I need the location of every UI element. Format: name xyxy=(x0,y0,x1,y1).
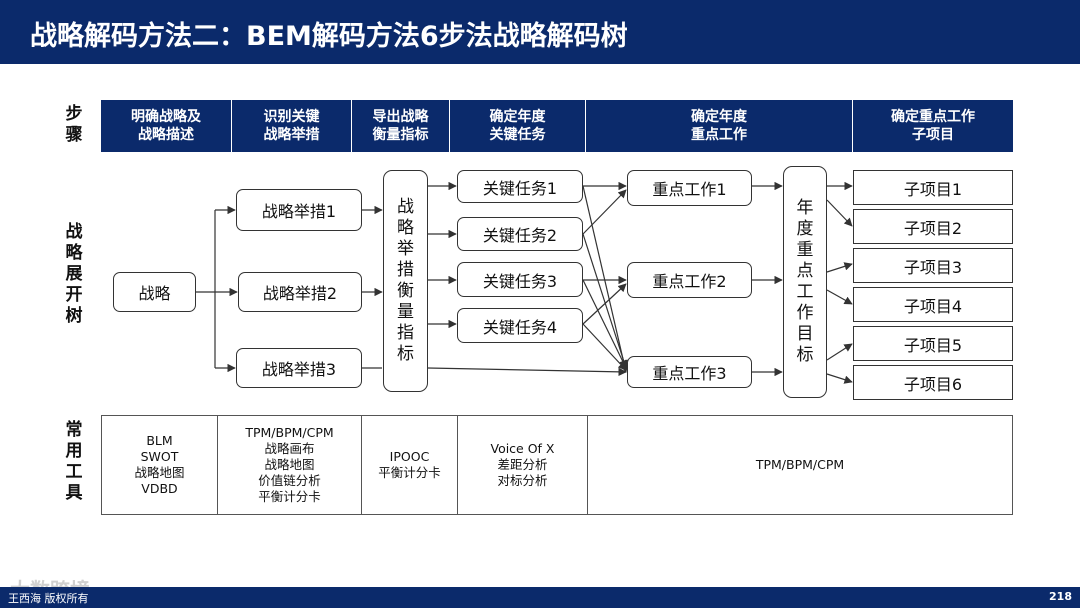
tool-item: IPOOC xyxy=(389,449,430,464)
node-initiative-1: 战略举措1 xyxy=(236,189,362,231)
tool-item: 战略地图 xyxy=(134,465,185,480)
node-subproject-3: 子项目3 xyxy=(853,248,1013,283)
row-label-char: 具 xyxy=(65,483,83,503)
row-label-tools: 常 用 工 具 xyxy=(62,420,86,504)
tools-cell-3: IPOOC 平衡计分卡 xyxy=(362,416,458,514)
step-line: 导出战略 xyxy=(372,109,429,125)
tool-item: BLM xyxy=(146,433,173,448)
tools-cell-5: TPM/BPM/CPM xyxy=(588,416,1012,514)
vchar: 标 xyxy=(796,345,814,365)
tool-item: 战略画布 xyxy=(264,441,315,456)
vchar: 衡 xyxy=(397,281,414,301)
step-5: 确定年度 重点工作 xyxy=(586,100,853,152)
vchar: 度 xyxy=(796,219,814,239)
page-title: 战略解码方法二：BEM解码方法6步法战略解码树 xyxy=(30,21,628,52)
node-initiative-3: 战略举措3 xyxy=(236,348,362,388)
tool-item: TPM/BPM/CPM xyxy=(245,425,334,440)
vchar: 指 xyxy=(397,323,414,343)
node-task-4: 关键任务4 xyxy=(457,308,583,343)
step-line: 确定年度 xyxy=(489,109,546,125)
step-6: 确定重点工作 子项目 xyxy=(853,100,1013,152)
row-label-char: 用 xyxy=(65,441,83,461)
node-strategy-indicators: 战 略 举 措 衡 量 指 标 xyxy=(383,170,428,392)
node-task-1: 关键任务1 xyxy=(457,170,583,203)
step-line: 战略描述 xyxy=(138,127,194,143)
row-label-char: 常 xyxy=(65,420,83,440)
row-label-char: 工 xyxy=(65,462,83,482)
row-label-steps: 步 骤 xyxy=(62,104,86,146)
tool-item: 差距分析 xyxy=(497,457,548,472)
step-line: 明确战略及 xyxy=(131,109,201,125)
step-line: 识别关键 xyxy=(263,109,320,125)
step-4: 确定年度 关键任务 xyxy=(450,100,586,152)
tools-cell-2: TPM/BPM/CPM 战略画布 战略地图 价值链分析 平衡计分卡 xyxy=(218,416,362,514)
step-line: 重点工作 xyxy=(691,127,747,143)
tool-item: 对标分析 xyxy=(497,473,548,488)
tools-table: BLM SWOT 战略地图 VDBD TPM/BPM/CPM 战略画布 战略地图… xyxy=(101,415,1013,515)
row-label-char: 步 xyxy=(65,104,83,124)
row-label-char: 树 xyxy=(65,306,83,326)
tool-item: SWOT xyxy=(140,449,179,464)
node-initiative-2: 战略举措2 xyxy=(238,272,362,312)
tool-item: 价值链分析 xyxy=(258,473,321,488)
footer-bar: 王西海 版权所有 218 xyxy=(0,587,1080,608)
step-line: 子项目 xyxy=(912,127,954,143)
tools-cell-4: Voice Of X 差距分析 对标分析 xyxy=(458,416,588,514)
vchar: 举 xyxy=(397,239,414,259)
node-work-1: 重点工作1 xyxy=(627,170,752,206)
node-work-3: 重点工作3 xyxy=(627,356,752,388)
tool-item: Voice Of X xyxy=(490,441,555,456)
vchar: 目 xyxy=(796,324,814,344)
row-label-tree: 战 略 展 开 树 xyxy=(62,222,86,327)
vchar: 战 xyxy=(397,197,414,217)
title-bar: 战略解码方法二：BEM解码方法6步法战略解码树 xyxy=(0,0,1080,64)
steps-bar: 明确战略及 战略描述 识别关键 战略举措 导出战略 衡量指标 确定年度 关键任务… xyxy=(101,100,1013,152)
tool-item: 战略地图 xyxy=(264,457,315,472)
vchar: 措 xyxy=(397,260,414,280)
node-task-2: 关键任务2 xyxy=(457,217,583,251)
step-line: 关键任务 xyxy=(489,127,546,143)
row-label-char: 开 xyxy=(65,285,83,305)
node-strategy: 战略 xyxy=(113,272,196,312)
step-line: 确定年度 xyxy=(691,109,747,125)
tool-item: VDBD xyxy=(141,481,178,496)
tools-cell-1: BLM SWOT 战略地图 VDBD xyxy=(102,416,218,514)
vchar: 作 xyxy=(796,303,814,323)
tool-item: 平衡计分卡 xyxy=(378,465,441,480)
vchar: 量 xyxy=(397,302,414,322)
tool-item: 平衡计分卡 xyxy=(258,489,321,504)
node-task-3: 关键任务3 xyxy=(457,262,583,297)
row-label-char: 展 xyxy=(65,264,83,284)
step-2: 识别关键 战略举措 xyxy=(232,100,352,152)
step-line: 战略举措 xyxy=(263,127,320,143)
row-label-char: 略 xyxy=(65,243,83,263)
node-work-2: 重点工作2 xyxy=(627,262,752,298)
vchar: 重 xyxy=(796,240,814,260)
step-line: 确定重点工作 xyxy=(891,109,975,125)
step-3: 导出战略 衡量指标 xyxy=(352,100,450,152)
vchar: 点 xyxy=(796,261,814,281)
node-annual-goals: 年 度 重 点 工 作 目 标 xyxy=(783,166,827,398)
page-number: 218 xyxy=(1049,590,1072,603)
vchar: 标 xyxy=(397,344,414,364)
row-label-char: 战 xyxy=(65,222,83,242)
vchar: 年 xyxy=(796,198,814,218)
copyright-text: 王西海 版权所有 xyxy=(8,592,89,605)
node-subproject-2: 子项目2 xyxy=(853,209,1013,244)
vchar: 略 xyxy=(397,218,414,238)
tool-item: TPM/BPM/CPM xyxy=(755,457,845,472)
step-line: 衡量指标 xyxy=(372,127,429,143)
step-1: 明确战略及 战略描述 xyxy=(101,100,232,152)
node-subproject-1: 子项目1 xyxy=(853,170,1013,205)
node-subproject-4: 子项目4 xyxy=(853,287,1013,322)
node-subproject-5: 子项目5 xyxy=(853,326,1013,361)
node-subproject-6: 子项目6 xyxy=(853,365,1013,400)
row-label-char: 骤 xyxy=(65,125,83,145)
vchar: 工 xyxy=(796,282,814,302)
